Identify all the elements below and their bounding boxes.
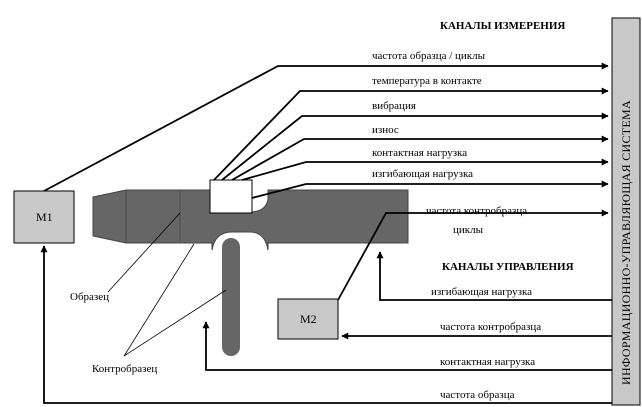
sensor-box [209, 179, 253, 214]
counter-specimen-shape [222, 238, 240, 356]
counter-specimen-callout-line-1 [123, 243, 195, 357]
control-label-bending-load: изгибающая нагрузка [431, 286, 532, 298]
counter-specimen-callout-line-2 [123, 289, 227, 357]
channel-line-vibration [221, 112, 609, 181]
control-system-panel [611, 17, 641, 406]
motor-m2-label: М2 [300, 312, 317, 326]
channel-line-sample-frequency [43, 62, 609, 192]
measurement-channels-header: КАНАЛЫ ИЗМЕРЕНИЯ [440, 20, 565, 32]
control-line-contact-load [202, 321, 612, 371]
control-label-sample-frequency: частота образца [440, 389, 515, 401]
motor-m2-box [277, 298, 339, 340]
channel-label-wear: износ [372, 124, 399, 136]
channel-label-sample-frequency: частота образца / циклы [372, 50, 486, 62]
channel-label-vibration: вибрация [372, 100, 416, 112]
channel-line-contact-load [241, 158, 609, 181]
channel-label-contact-load: контактная нагрузка [372, 147, 467, 159]
control-line-bending-load [376, 251, 612, 301]
sample-label: Образец [70, 291, 109, 303]
control-label-counter-frequency: частота контробразца [440, 321, 541, 333]
channel-label-counter-frequency: частота контробразца [426, 205, 527, 217]
counter-specimen-label: Контробразец [92, 363, 157, 375]
channel-label-bending-load: изгибающая нагрузка [372, 168, 473, 180]
control-line-sample-frequency [40, 245, 612, 404]
control-system-label: ИНФОРМАЦИОННО-УПРАВЛЯЮЩАЯ СИСТЕМА [619, 100, 633, 385]
sample-callout-line [107, 212, 181, 293]
channel-line-counter-frequency [337, 209, 609, 301]
channel-line-bending-load [251, 180, 609, 199]
motor-m1-label: М1 [36, 210, 53, 224]
channel-label-contact-temperature: температура в контакте [372, 75, 482, 87]
channel-line-contact-temperature [213, 87, 609, 181]
control-label-contact-load: контактная нагрузка [440, 356, 535, 368]
channel-line-wear [231, 135, 609, 181]
control-channels-header: КАНАЛЫ УПРАВЛЕНИЯ [442, 261, 574, 273]
motor-m1-box [13, 190, 75, 244]
channel-label-cycles: циклы [453, 224, 484, 236]
